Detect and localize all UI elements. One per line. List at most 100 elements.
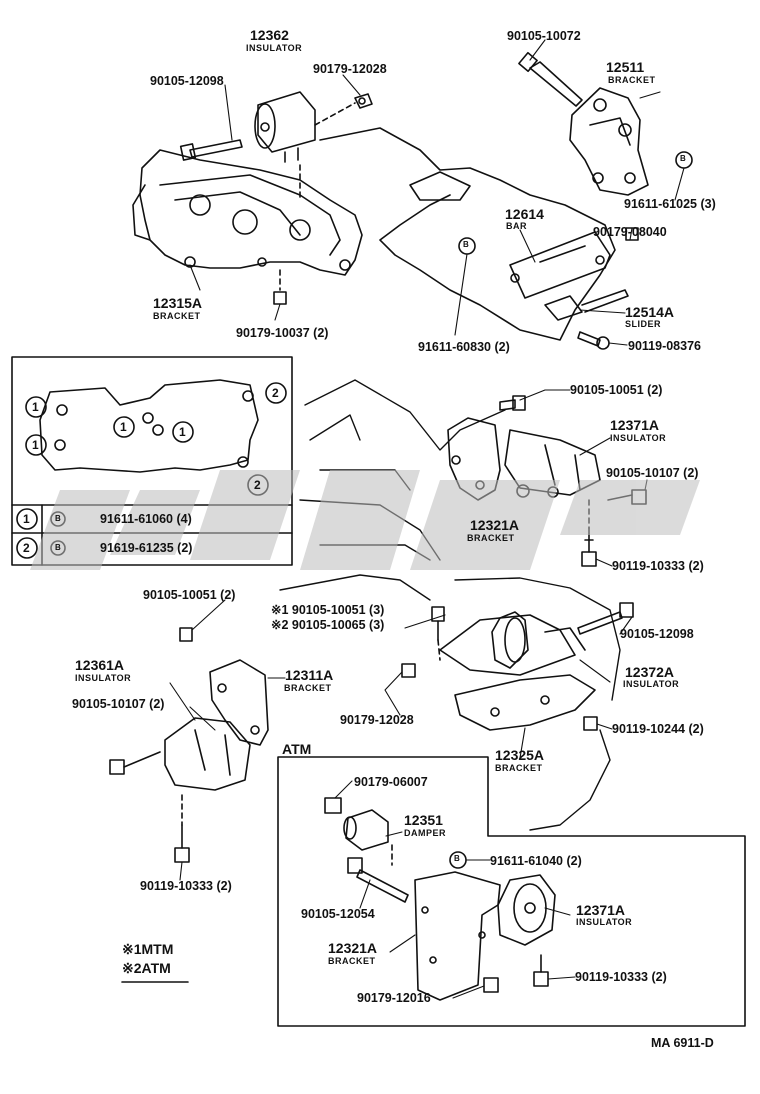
label-90179-06007: 90179-06007 (354, 775, 428, 789)
legend-row1-marker: 1 (23, 512, 30, 526)
engine-top-outline (319, 127, 616, 341)
bolt-90105-10051-top (499, 395, 526, 411)
diagram-id: MA 6911-D (651, 1036, 714, 1050)
label-12361a-name: INSULATOR (75, 673, 132, 683)
atm-box (277, 756, 746, 1027)
bolt-symbol-label: B (454, 854, 460, 863)
legend-row2-bolt-symbol: B (55, 543, 61, 552)
label-12351-name: DAMPER (404, 828, 447, 838)
label-90119-10333-atm: 90119-10333 (2) (575, 970, 667, 984)
legend-marker-2a: 2 (272, 386, 279, 400)
bolt-90119-10333-atm (533, 954, 549, 987)
nut-90179-12016 (483, 977, 499, 993)
bolt-90105-12098-top (179, 139, 243, 161)
bolt-90105-12054-drawing (347, 857, 409, 903)
bolt-90105-10051-center (431, 606, 445, 641)
label-90179-12028-mid: 90179-12028 (340, 713, 414, 727)
legend-row2-part: 91619-61235 (2) (100, 541, 193, 555)
legend-marker-2b: 2 (254, 478, 261, 492)
label-91611-60830: 91611-60830 (2) (418, 340, 510, 354)
label-90179-12016: 90179-12016 (357, 991, 431, 1005)
bracket-12315a-drawing (132, 149, 363, 276)
label-90179-10037: 90179-10037 (2) (236, 326, 329, 340)
label-90105-10072: 90105-10072 (507, 29, 581, 43)
label-90105-10051-left: 90105-10051 (2) (143, 588, 236, 602)
legend-marker-1a: 1 (32, 400, 39, 414)
bracket-12511-drawing (569, 87, 649, 196)
label-90105-10107-right: 90105-10107 (2) (606, 466, 699, 480)
bolt-symbol-label: B (680, 154, 686, 163)
label-90105-10107-left: 90105-10107 (2) (72, 697, 165, 711)
label-12321a-atm-num: 12321A (328, 940, 378, 956)
label-12371a-atm-name: INSULATOR (576, 917, 633, 927)
insulator-12372a-drawing (439, 611, 586, 676)
bar-12614-drawing (509, 231, 611, 299)
label-90179-12028-top: 90179-12028 (313, 62, 387, 76)
bracket-12325a-drawing (454, 674, 596, 731)
label-90119-08376: 90119-08376 (628, 339, 701, 353)
label-note2-bolt: ※2 90105-10065 (3) (271, 618, 385, 632)
label-12321a-num: 12321A (470, 517, 520, 533)
nut-90179-10037 (273, 291, 287, 305)
label-12321a-atm-name: BRACKET (328, 956, 376, 966)
label-91611-61040: 91611-61040 (2) (490, 854, 582, 868)
damper-12351-drawing (343, 809, 389, 851)
label-12371a-name: INSULATOR (610, 433, 667, 443)
label-note1-bolt: ※1 90105-10051 (3) (271, 603, 385, 617)
bolt-90119-10244 (583, 716, 598, 731)
bolt-90105-12098-mid (577, 602, 634, 635)
label-12372a-num: 12372A (625, 664, 675, 680)
label-12321a-name: BRACKET (467, 533, 515, 543)
label-12311a-name: BRACKET (284, 683, 332, 693)
legend-row1-part: 91611-61060 (4) (100, 512, 192, 526)
bolt-90105-10051-left (179, 627, 193, 642)
bracket-12321a-atm-drawing (414, 871, 501, 1001)
label-12361a-num: 12361A (75, 657, 125, 673)
label-90105-10051-top: 90105-10051 (2) (570, 383, 663, 397)
insulator-12361a-drawing (164, 717, 251, 791)
label-12514a-name: SLIDER (625, 319, 662, 329)
label-90179-08040: 90179-08040 (593, 225, 667, 239)
slider-12514a-drawing (544, 289, 629, 321)
insulator-12371a-atm-drawing (497, 874, 556, 946)
note-mtm: ※1MTM (122, 941, 174, 957)
label-12614-name: BAR (506, 221, 527, 231)
legend-marker-1b: 1 (32, 438, 39, 452)
nut-90179-12028-top (354, 93, 373, 109)
label-12315a-name: BRACKET (153, 311, 201, 321)
leader-lines (169, 39, 685, 999)
label-90119-10244: 90119-10244 (2) (612, 722, 704, 736)
label-12362-name: INSULATOR (246, 43, 303, 53)
legend-row1-bolt-symbol: B (55, 514, 61, 523)
note-atm: ※2ATM (122, 960, 171, 976)
label-12614-num: 12614 (505, 206, 544, 222)
label-12325a-num: 12325A (495, 747, 545, 763)
bolt-90105-10107-left (109, 751, 161, 775)
bolt-symbol-label: B (463, 240, 469, 249)
bolt-90119-08376 (577, 331, 610, 350)
label-12325a-name: BRACKET (495, 763, 543, 773)
label-12372a-name: INSULATOR (623, 679, 680, 689)
legend-row2-marker: 2 (23, 541, 30, 555)
nut-90179-06007 (324, 797, 342, 814)
label-91611-61025: 91611-61025 (3) (624, 197, 716, 211)
label-90105-12054: 90105-12054 (301, 907, 375, 921)
watermark (30, 470, 700, 570)
bolt-90105-10072 (518, 51, 583, 107)
nut-90179-12028-mid (401, 663, 416, 678)
label-90105-12098-mid: 90105-12098 (620, 627, 694, 641)
label-12511-num: 12511 (606, 59, 645, 75)
label-12371a-num: 12371A (610, 417, 660, 433)
insulator-12362-drawing (254, 91, 316, 163)
bracket-12311a-drawing (209, 659, 269, 746)
legend-marker-1d: 1 (179, 425, 186, 439)
bolt-90119-10333-left (174, 824, 190, 863)
label-12511-name: BRACKET (608, 75, 656, 85)
label-12351-num: 12351 (404, 812, 443, 828)
label-90105-12098-top: 90105-12098 (150, 74, 224, 88)
label-12362-num: 12362 (250, 27, 289, 43)
label-90119-10333-right: 90119-10333 (2) (612, 559, 704, 573)
atm-box-title: ATM (282, 741, 312, 757)
label-90119-10333-left: 90119-10333 (2) (140, 879, 232, 893)
